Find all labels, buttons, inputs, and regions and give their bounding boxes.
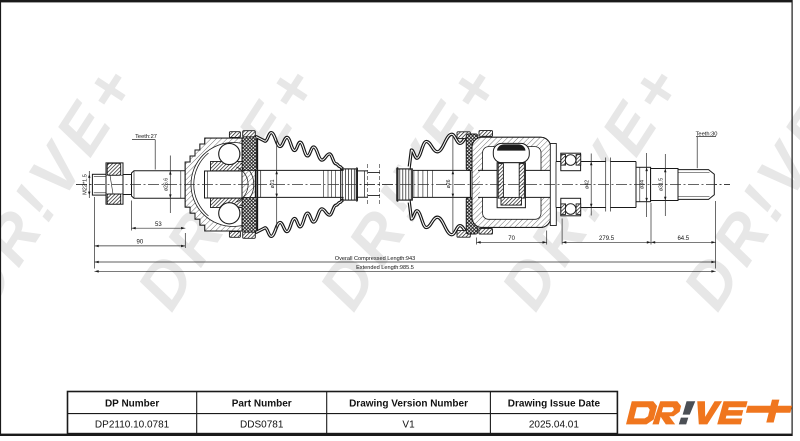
svg-text:Overall Compressed Length:94: Overall Compressed Length:943 [335, 256, 416, 262]
svg-text:DP2110.10.0781: DP2110.10.0781 [95, 419, 170, 430]
svg-text:ø34: ø34 [640, 180, 646, 189]
svg-text:70: 70 [508, 236, 515, 242]
svg-text:ø26.6: ø26.6 [163, 178, 169, 191]
svg-text:DP Number: DP Number [105, 398, 159, 409]
svg-text:Extended Length:985.5: Extended Length:985.5 [356, 265, 414, 271]
svg-text:Drawing Issue Date: Drawing Issue Date [508, 398, 601, 409]
svg-text:ø31.5: ø31.5 [658, 178, 664, 191]
svg-text:Drawing Version Number: Drawing Version Number [349, 398, 468, 409]
svg-text:Teeth:27: Teeth:27 [135, 134, 157, 140]
svg-text:64.5: 64.5 [677, 236, 689, 242]
svg-text:279.5: 279.5 [599, 236, 615, 242]
svg-text:V1: V1 [402, 419, 415, 430]
svg-text:53: 53 [155, 222, 162, 228]
svg-text:Teeth:30: Teeth:30 [696, 131, 718, 137]
svg-text:Part Number: Part Number [232, 398, 292, 409]
svg-text:ø42: ø42 [584, 180, 590, 189]
svg-text:2025.04.01: 2025.04.01 [529, 419, 579, 430]
svg-text:DDS0781: DDS0781 [240, 419, 284, 430]
svg-text:ø26: ø26 [446, 179, 452, 188]
svg-text:M22*1.5: M22*1.5 [82, 174, 88, 195]
svg-text:90: 90 [137, 240, 144, 246]
svg-text:ø21: ø21 [270, 179, 276, 188]
